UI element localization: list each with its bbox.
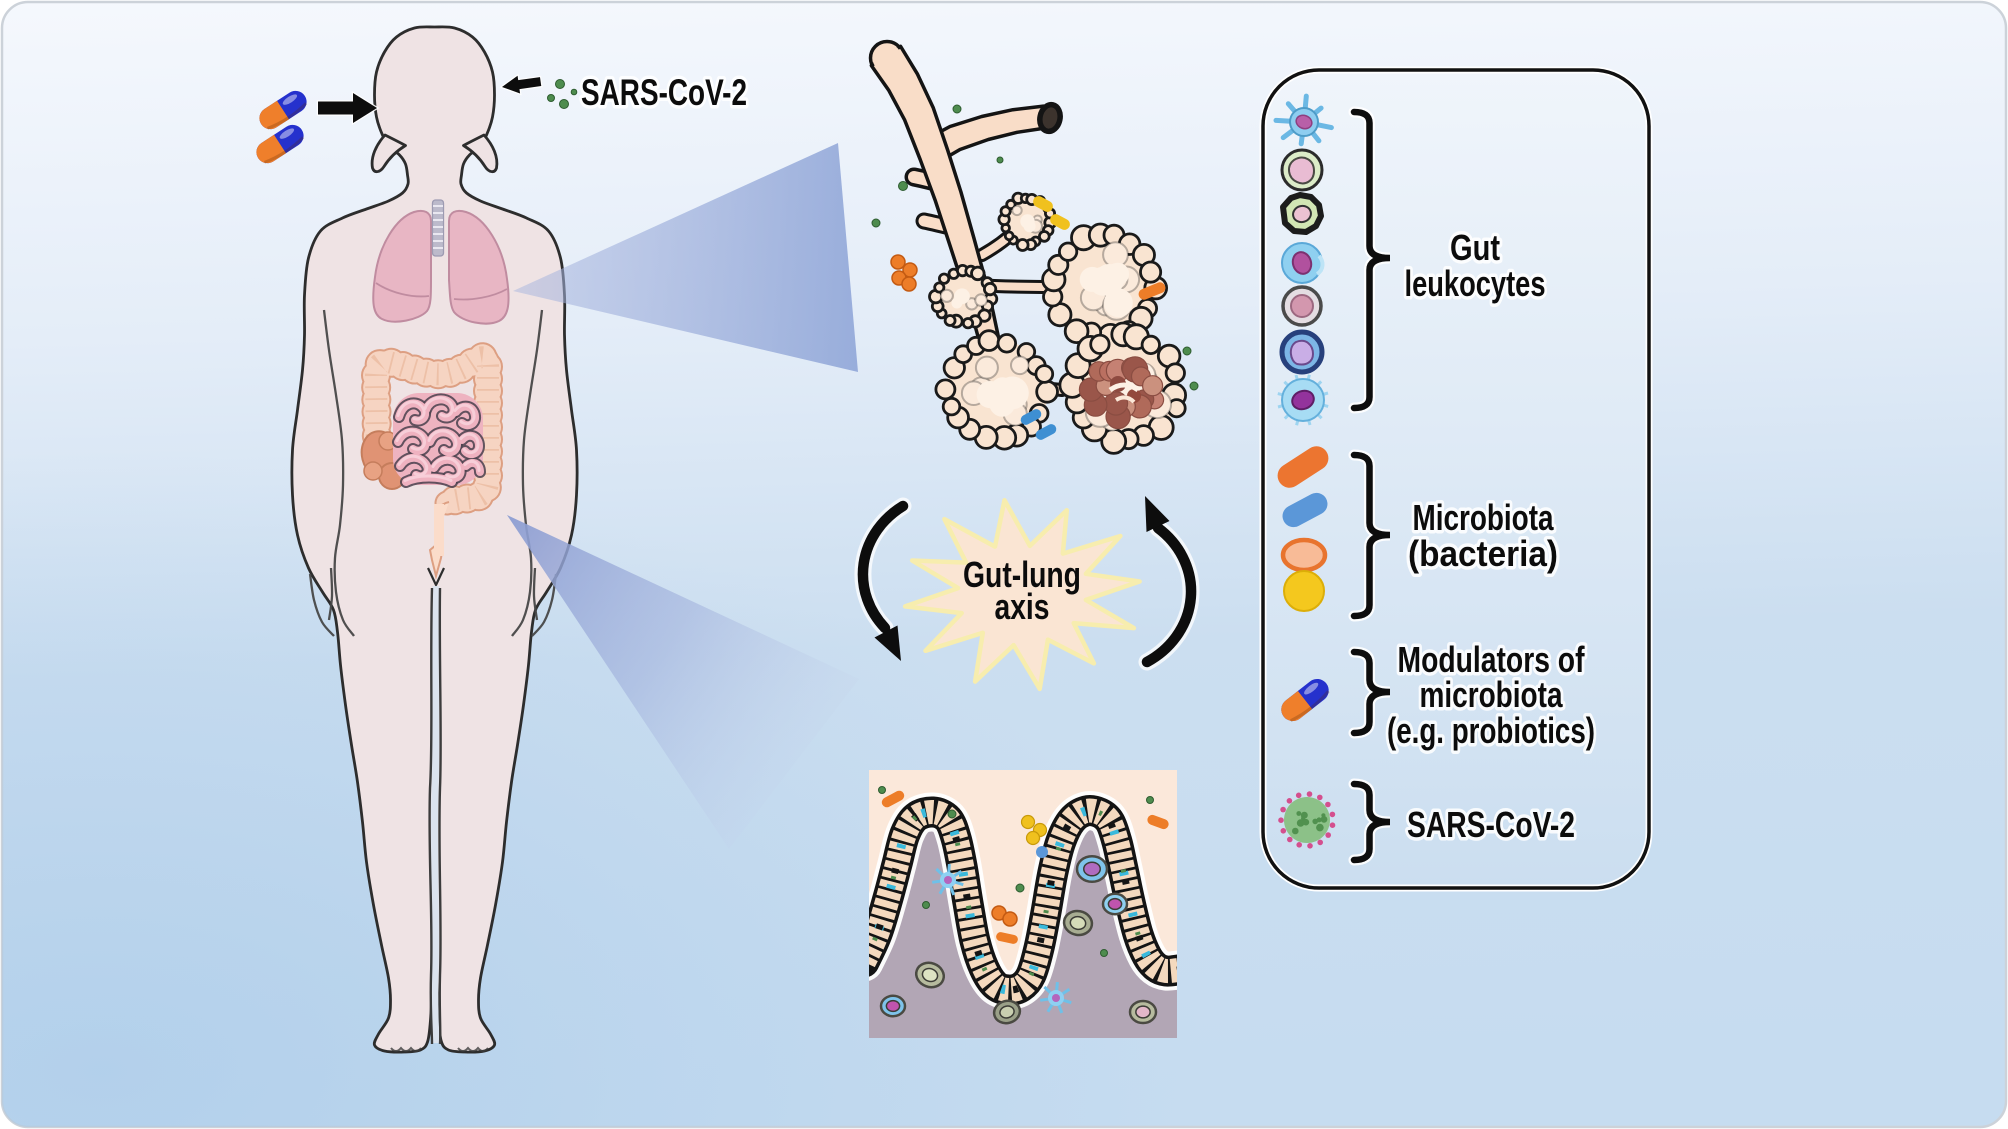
svg-text:microbiota: microbiota — [1420, 674, 1564, 715]
svg-text:Modulators of: Modulators of — [1398, 639, 1586, 680]
svg-text:Gut: Gut — [1450, 227, 1500, 268]
svg-text:Gut-lung: Gut-lung — [963, 554, 1081, 595]
svg-text:Microbiota: Microbiota — [1413, 497, 1555, 538]
svg-text:SARS-CoV-2: SARS-CoV-2 — [1407, 804, 1575, 845]
svg-text:axis: axis — [995, 586, 1050, 627]
svg-text:leukocytes: leukocytes — [1405, 263, 1546, 304]
svg-text:SARS-CoV-2: SARS-CoV-2 — [581, 72, 747, 113]
svg-text:(bacteria): (bacteria) — [1408, 533, 1558, 574]
svg-text:(e.g. probiotics): (e.g. probiotics) — [1387, 710, 1595, 751]
